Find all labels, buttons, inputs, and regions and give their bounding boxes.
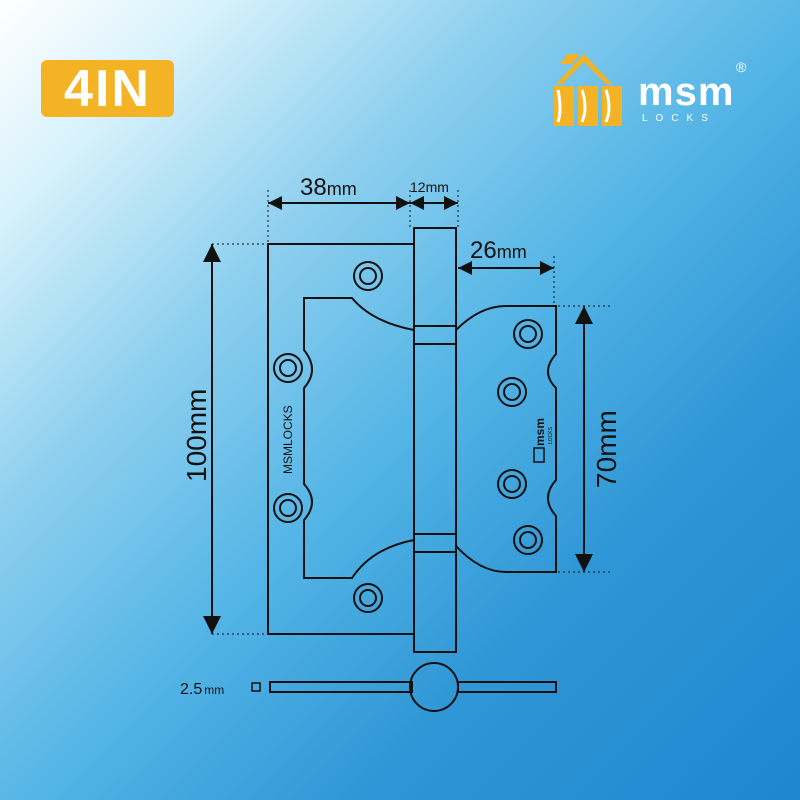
hinge-knuckle <box>413 227 457 653</box>
outer-leaf-screw-holes <box>273 261 383 613</box>
side-view-right-plate <box>457 681 557 693</box>
dim-label-38: 38mm <box>300 174 357 201</box>
side-view-knuckle <box>409 662 459 712</box>
logo-subtitle: LOCKS <box>642 113 716 124</box>
size-badge-label: 4IN <box>64 59 151 118</box>
dim-label-70: 70mm <box>591 410 622 488</box>
extension-lines <box>212 190 612 635</box>
inner-leaf-logo-engraving: msm LOCKS <box>533 418 554 463</box>
inner-leaf-logo-icon <box>533 447 545 463</box>
house-logo-icon <box>554 54 622 126</box>
inner-leaf-screw-holes <box>497 319 543 555</box>
dim-label-12: 12mm <box>410 179 449 195</box>
outer-leaf-cutout <box>303 297 415 579</box>
svg-text:msm: msm <box>533 418 547 446</box>
brand-logo: msm LOCKS ® <box>550 50 765 130</box>
logo-wordmark: msm <box>638 70 735 114</box>
thickness-bracket-icon <box>251 682 261 692</box>
dim-label-100: 100mm <box>181 389 212 482</box>
dim-label-26: 26mm <box>470 237 527 264</box>
outer-leaf-engraving: MSMLOCKS <box>281 405 295 474</box>
svg-text:LOCKS: LOCKS <box>548 426 554 444</box>
logo-registered-mark: ® <box>736 59 747 75</box>
inner-leaf-outline <box>455 305 557 573</box>
side-view-left-plate <box>269 681 413 693</box>
size-badge: 4IN <box>41 60 174 117</box>
